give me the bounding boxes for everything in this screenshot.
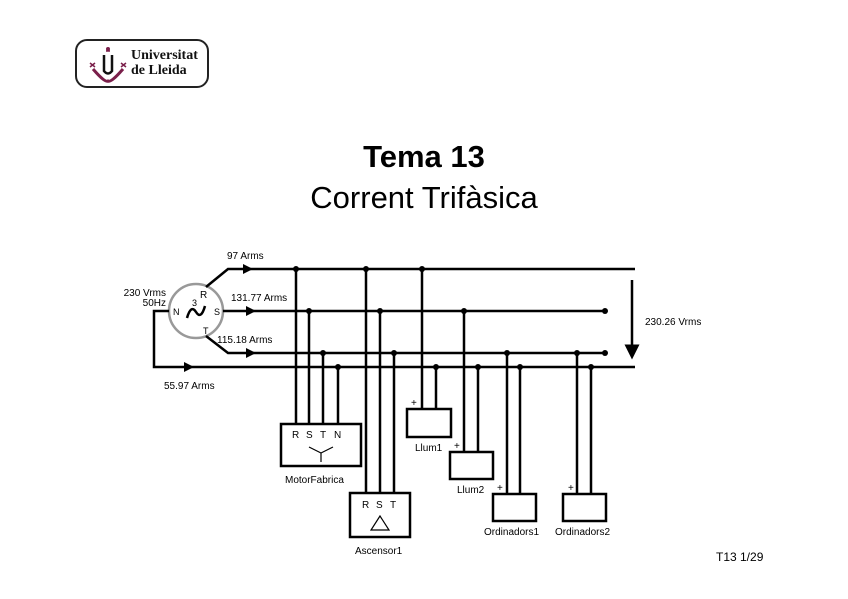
llum2-polarity: +	[454, 441, 460, 452]
sine-wave-icon	[185, 305, 207, 319]
line-voltage-label: 230.26 Vrms	[645, 317, 701, 328]
ordinadors2-polarity: +	[568, 483, 574, 494]
bus-t	[205, 335, 605, 355]
load-box-ordinadors2	[561, 492, 608, 523]
slide-title: Tema 13	[363, 139, 485, 174]
current-r-label: 97 Arms	[227, 251, 264, 262]
source-frequency-label: 50Hz	[143, 298, 166, 309]
llum1-polarity: +	[411, 398, 417, 409]
junction-dots	[293, 266, 608, 370]
university-emblem-icon	[89, 47, 127, 83]
ordinadors2-label: Ordinadors2	[555, 527, 610, 538]
terminal-r-label: R	[200, 290, 207, 301]
ascensor-terminal-t: T	[390, 500, 396, 511]
university-logo: Universitat de Lleida	[75, 39, 209, 88]
delta-connection-icon	[369, 514, 391, 531]
motor-terminal-r: R	[292, 430, 299, 441]
load-box-ordinadors1	[491, 492, 538, 523]
logo-line1: Universitat	[131, 48, 198, 63]
ordinadors1-label: Ordinadors1	[484, 527, 539, 538]
load-box-llum2	[448, 450, 495, 481]
motor-label: MotorFabrica	[285, 475, 344, 486]
load-box-llum1	[405, 407, 453, 439]
star-connection-icon	[308, 446, 334, 462]
terminal-s-label: S	[214, 307, 220, 317]
motor-terminal-n: N	[334, 430, 341, 441]
current-t-label: 115.18 Arms	[217, 335, 272, 346]
source-voltage-label: 230 Vrms	[124, 288, 166, 299]
terminal-n-label: N	[173, 307, 180, 317]
ordinadors1-polarity: +	[497, 483, 503, 494]
terminal-t-label: T	[203, 326, 209, 336]
current-s-label: 131.77 Arms	[231, 293, 287, 304]
ascensor-label: Ascensor1	[355, 546, 403, 557]
ascensor-terminal-s: S	[376, 500, 383, 511]
motor-terminal-t: T	[320, 430, 326, 441]
page-number: T13 1/29	[716, 550, 764, 564]
phase-count-label: 3	[192, 298, 197, 308]
ascensor-terminal-r: R	[362, 500, 369, 511]
llum2-label: Llum2	[457, 485, 485, 496]
current-n-label: 55.97 Arms	[164, 381, 215, 392]
logo-line2: de Lleida	[131, 63, 187, 78]
motor-terminal-s: S	[306, 430, 313, 441]
llum1-label: Llum1	[415, 443, 443, 454]
load-box-ascensor1	[348, 491, 412, 539]
slide-subtitle: Corrent Trifàsica	[310, 180, 538, 215]
bus-r	[205, 267, 635, 288]
load-box-motorfabrica	[279, 422, 363, 468]
